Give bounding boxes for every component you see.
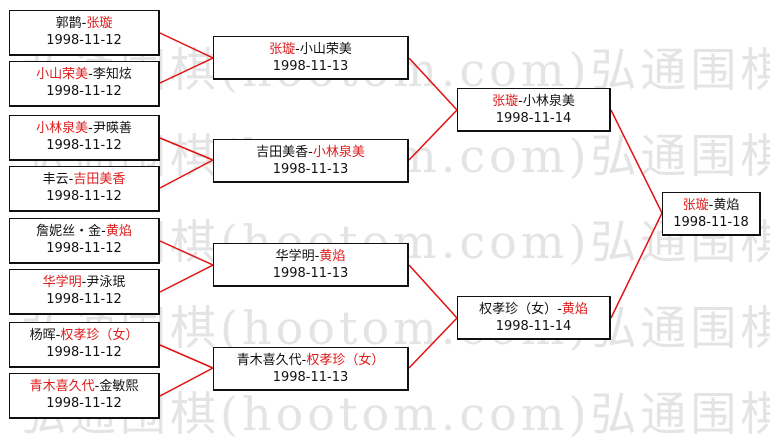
player-a: 郭鹊 [55, 16, 82, 31]
match-date: 1998-11-12 [46, 292, 122, 307]
match-players: 华学明-黄焰 [275, 249, 346, 264]
match-date: 1998-11-13 [272, 59, 349, 74]
player-a: 青木喜久代 [29, 379, 95, 394]
player-a: 丰云 [42, 172, 69, 187]
match-box-final: 张璇-黄焰 1998-11-18 [662, 192, 761, 236]
player-b: 黄焰 [713, 198, 740, 213]
match-box-round2: 华学明-黄焰 1998-11-13 [213, 243, 409, 287]
match-date: 1998-11-13 [272, 370, 349, 385]
player-a: 张璇 [492, 94, 519, 109]
match-players: 杨晖-权孝珍（女） [29, 328, 139, 343]
match-box-semifinal: 张璇-小林泉美 1998-11-14 [457, 88, 611, 132]
connector-line [159, 32, 215, 84]
player-b: 小林泉美 [312, 145, 365, 160]
player-a: 詹妮丝・金 [36, 224, 102, 239]
match-players: 青木喜久代-金敏熙 [29, 379, 139, 394]
match-players: 张璇-小山荣美 [269, 42, 352, 57]
player-a: 权孝珍（女） [479, 302, 558, 317]
match-box-round1: 华学明-尹泳珉 1998-11-12 [9, 269, 160, 315]
match-players: 张璇-小林泉美 [492, 94, 575, 109]
player-a: 张璇 [269, 42, 296, 57]
match-date: 1998-11-12 [46, 84, 122, 99]
match-date: 1998-11-12 [46, 396, 122, 411]
player-b: 金敏熙 [99, 379, 139, 394]
connector-line [610, 109, 663, 319]
match-box-semifinal: 权孝珍（女）-黄焰 1998-11-14 [457, 296, 611, 340]
match-date: 1998-11-13 [272, 266, 349, 281]
player-a: 吉田美香 [256, 145, 309, 160]
match-players: 华学明-尹泳珉 [42, 275, 126, 290]
match-date: 1998-11-12 [46, 345, 122, 360]
connector-line [159, 240, 215, 293]
connector-line [159, 137, 215, 189]
connector-line [408, 264, 459, 369]
match-date: 1998-11-12 [46, 241, 122, 256]
match-players: 小林泉美-尹暎善 [36, 121, 132, 136]
match-box-round1: 小林泉美-尹暎善 1998-11-12 [9, 115, 160, 161]
player-a: 华学明 [275, 249, 315, 264]
match-players: 张璇-黄焰 [682, 198, 740, 213]
player-a: 张璇 [682, 198, 709, 213]
tournament-bracket: 弘通围棋(hootom.com)弘通围棋 弘通围棋(hootom.com)弘通围… [9, 10, 770, 441]
player-b: 吉田美香 [73, 172, 126, 187]
player-a: 杨晖 [29, 328, 56, 343]
match-players: 丰云-吉田美香 [42, 172, 126, 187]
match-players: 詹妮丝・金-黄焰 [36, 224, 132, 239]
player-b: 尹泳珉 [86, 275, 126, 290]
match-date: 1998-11-12 [46, 189, 122, 204]
match-date: 1998-11-14 [495, 111, 572, 126]
player-b: 黄焰 [561, 302, 588, 317]
match-players: 权孝珍（女）-黄焰 [479, 302, 588, 317]
match-date: 1998-11-18 [673, 215, 749, 230]
player-a: 青木喜久代 [236, 353, 302, 368]
player-a: 小山荣美 [36, 67, 89, 82]
match-box-round2: 吉田美香-小林泉美 1998-11-13 [213, 139, 409, 183]
match-date: 1998-11-12 [46, 138, 122, 153]
match-players: 青木喜久代-权孝珍（女） [236, 353, 385, 368]
player-b: 小林泉美 [522, 94, 575, 109]
match-date: 1998-11-14 [495, 319, 572, 334]
player-a: 华学明 [42, 275, 82, 290]
match-box-round1: 小山荣美-李知炫 1998-11-12 [9, 61, 160, 107]
connector-line [159, 344, 215, 397]
player-a: 小林泉美 [36, 121, 89, 136]
match-box-round1: 郭鹊-张璇 1998-11-12 [9, 10, 160, 56]
connector-line [408, 57, 459, 161]
match-players: 郭鹊-张璇 [55, 16, 113, 31]
player-b: 小山荣美 [299, 42, 352, 57]
match-box-round1: 丰云-吉田美香 1998-11-12 [9, 166, 160, 212]
player-b: 权孝珍（女） [60, 328, 139, 343]
match-date: 1998-11-12 [46, 33, 122, 48]
match-players: 小山荣美-李知炫 [36, 67, 132, 82]
player-b: 黄焰 [105, 224, 132, 239]
player-b: 黄焰 [319, 249, 346, 264]
player-b: 张璇 [86, 16, 113, 31]
match-box-round1: 青木喜久代-金敏熙 1998-11-12 [9, 373, 160, 419]
player-b: 尹暎善 [92, 121, 132, 136]
match-date: 1998-11-13 [272, 162, 349, 177]
player-b: 李知炫 [92, 67, 132, 82]
match-box-round1: 詹妮丝・金-黄焰 1998-11-12 [9, 218, 160, 264]
match-box-round1: 杨晖-权孝珍（女） 1998-11-12 [9, 322, 160, 368]
match-box-round2: 青木喜久代-权孝珍（女） 1998-11-13 [213, 347, 409, 391]
match-players: 吉田美香-小林泉美 [256, 145, 365, 160]
match-box-round2: 张璇-小山荣美 1998-11-13 [213, 36, 409, 80]
player-b: 权孝珍（女） [306, 353, 385, 368]
